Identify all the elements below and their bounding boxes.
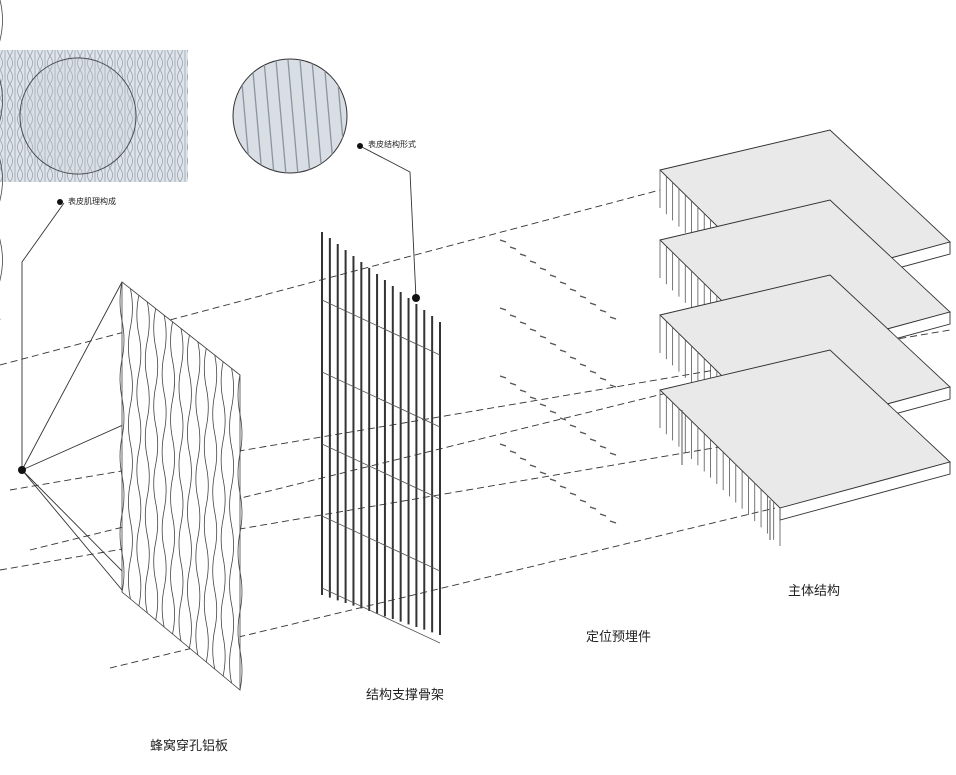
label-texture-detail: 表皮肌理构成	[68, 197, 116, 206]
label-embedded-parts: 定位预埋件	[586, 630, 652, 645]
structure-detail-circle	[232, 58, 348, 174]
building-icon	[659, 129, 951, 546]
texture-detail-circle	[0, 50, 188, 182]
leader-dot-structure	[357, 143, 363, 149]
anchor-icon	[499, 239, 617, 524]
label-structure-detail: 表皮结构形式	[368, 140, 416, 149]
leader-dot-panel	[18, 466, 26, 474]
label-aluminum-panel: 蜂窝穿孔铝板	[150, 739, 229, 754]
frame-icon	[321, 232, 441, 644]
perforated-panel-icon	[0, 0, 243, 691]
leader-dot-frame	[412, 294, 420, 302]
label-main-structure: 主体结构	[788, 584, 841, 599]
label-support-frame: 结构支撑骨架	[366, 688, 445, 703]
leader-dot-texture	[57, 199, 63, 205]
